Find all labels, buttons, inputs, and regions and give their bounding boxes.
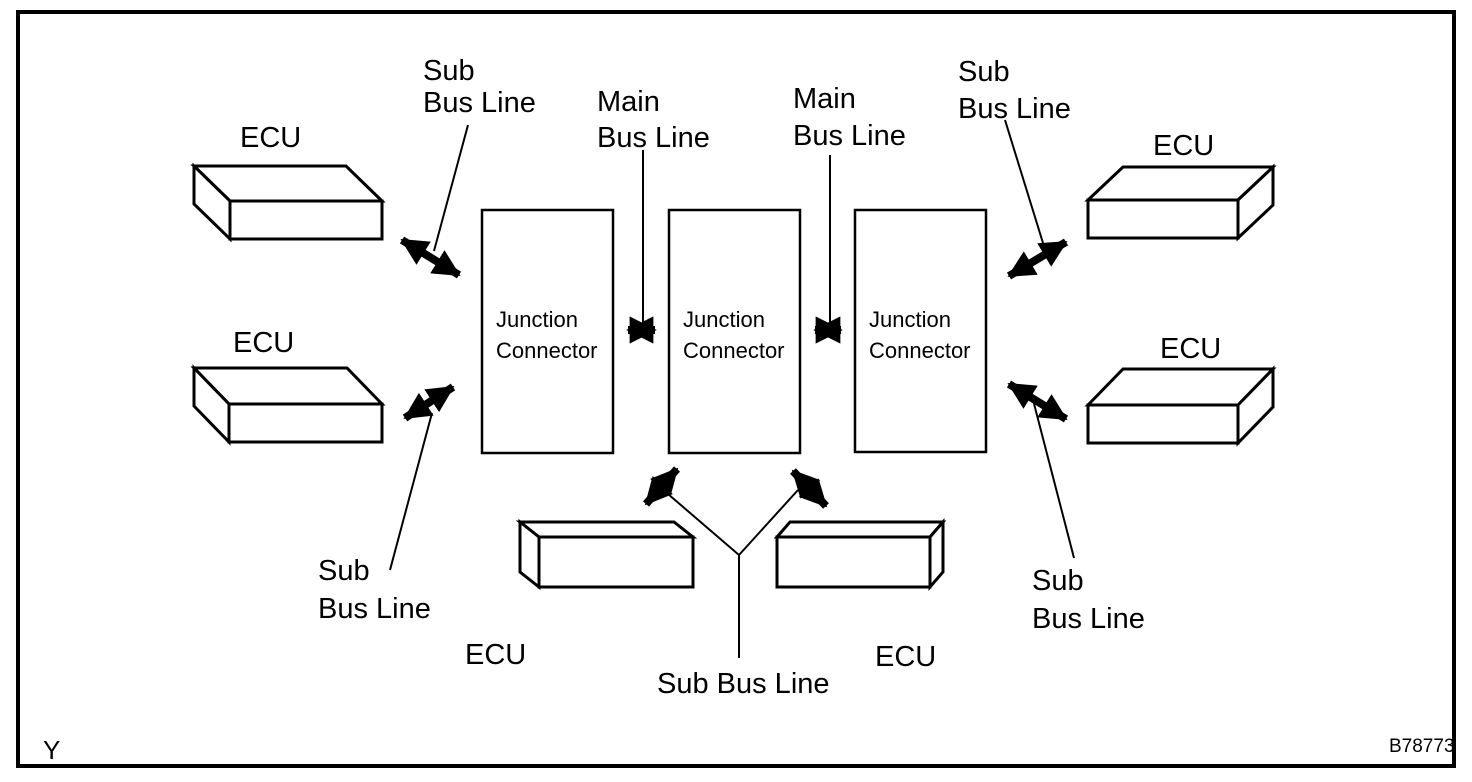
ecu-label-mid-right: ECU [1160, 333, 1221, 365]
junction-connector-3-box [853, 208, 988, 454]
sub-bus-line-label-mid-right-line2: Bus Line [1032, 603, 1145, 635]
ecu-box-top-face [515, 520, 698, 539]
sub-bus-line-label-top-left-line1: Sub [423, 55, 475, 87]
ecu-box-front-face [775, 535, 932, 589]
sub-bus-line-label-top-right-line2: Bus Line [958, 93, 1071, 125]
ecu-box-top-left [190, 162, 386, 243]
diagram-border [16, 10, 1456, 768]
junction-connector-2-label-line1: Junction [683, 307, 765, 332]
sub-bus-line-leader-mid-left [389, 412, 433, 571]
corner-mark: Y [43, 735, 60, 765]
sub-bus-line-leader-bottom-left-branch [667, 493, 740, 556]
figure-code: B78773 [1389, 736, 1455, 757]
junction-connector-3-label-line1: Junction [869, 307, 951, 332]
main-bus-line-label-left-line2: Bus Line [597, 122, 710, 154]
main-bus-line-label-right-line2: Bus Line [793, 120, 906, 152]
sub-bus-arrow-bottom-left [643, 466, 680, 507]
ecu-box-front-face [227, 402, 384, 444]
sub-bus-arrow-mid-left [402, 383, 456, 422]
sub-bus-line-leader-top-right [1004, 119, 1044, 244]
ecu-box-mid-right [1084, 365, 1277, 447]
sub-bus-line-label-mid-left-line2: Bus Line [318, 593, 431, 625]
ecu-label-top-right: ECU [1153, 130, 1214, 162]
junction-connector-1-box [480, 208, 615, 455]
junction-connector-3-label-line2: Connector [869, 338, 971, 363]
main-bus-line-label-right-line1: Main [793, 83, 856, 115]
junction-connector-2-box [667, 208, 802, 455]
sub-bus-line-label-mid-left-line1: Sub [318, 555, 370, 587]
ecu-box-front-face [228, 199, 384, 241]
ecu-label-top-left: ECU [240, 122, 301, 154]
junction-connector-1-label-line1: Junction [496, 307, 578, 332]
sub-bus-line-label-bottom-center: Sub Bus Line [657, 668, 830, 700]
ecu-box-top-face [773, 520, 947, 539]
ecu-label-mid-left: ECU [233, 327, 294, 359]
sub-bus-line-label-top-right-line1: Sub [958, 56, 1010, 88]
junction-connector-1-label-line2: Connector [496, 338, 598, 363]
ecu-box-front-face [1086, 403, 1240, 445]
ecu-label-bottom-left: ECU [465, 639, 526, 671]
sub-bus-line-label-top-left-line2: Bus Line [423, 87, 536, 119]
ecu-box-bottom-left [515, 518, 698, 591]
sub-bus-line-leader-bottom-right-branch [738, 489, 799, 556]
ecu-label-bottom-right: ECU [875, 641, 936, 673]
sub-bus-arrow-bottom-right [790, 468, 829, 509]
sub-bus-arrow-top-left [399, 236, 462, 279]
junction-connector-2-label-line2: Connector [683, 338, 785, 363]
ecu-box-bottom-right [773, 517, 947, 592]
sub-bus-line-label-mid-right-line1: Sub [1032, 565, 1084, 597]
ecu-box-front-face [1086, 198, 1240, 240]
ecu-box-mid-left [190, 364, 386, 446]
sub-bus-arrow-top-right [1006, 238, 1069, 280]
sub-bus-line-leader-top-left [433, 124, 469, 252]
ecu-box-top-right [1084, 163, 1277, 242]
main-bus-line-label-left-line1: Main [597, 86, 660, 118]
sub-bus-line-leader-mid-right [1031, 395, 1075, 559]
sub-bus-arrow-mid-right [1006, 380, 1069, 423]
ecu-box-front-face [537, 535, 695, 589]
